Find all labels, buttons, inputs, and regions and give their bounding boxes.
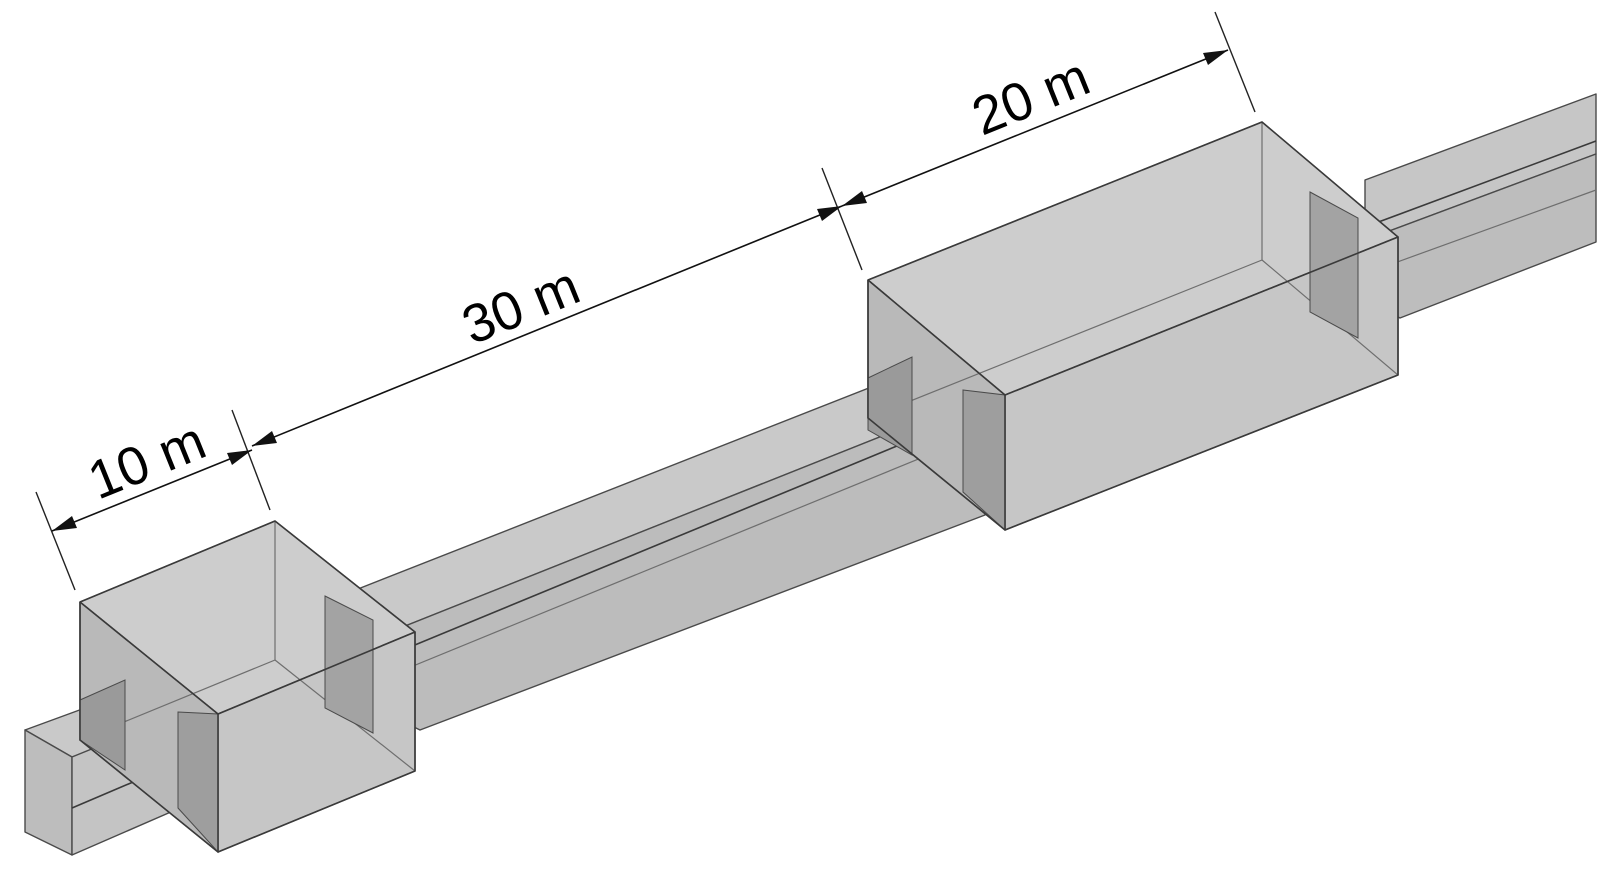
dim-20m-extension-right [1214,11,1256,113]
dim-10m-arrow-left [52,516,77,531]
dim-30m-extension-right [821,167,863,271]
dim-30m-arrow-left [252,431,277,446]
dim-10m-arrow-right [227,450,252,465]
dim-30m-label: 30 m [454,256,588,357]
dim-20m-label: 20 m [964,47,1098,148]
dimension-30m: 30 m [251,167,863,447]
dim-10m-extension-left [35,491,76,591]
dim-20m-arrow-left [842,191,867,206]
dim-10m-line [51,449,253,532]
dim-10m-extension-right [231,409,271,511]
dim-30m-line [251,205,843,447]
small-chamber-outlet-panel [324,595,374,734]
chamber-small [79,520,416,854]
dim-10m-label: 10 m [80,411,214,512]
large-chamber-outlet-panel [1309,191,1359,339]
dim-20m-line [841,49,1229,207]
dim-30m-arrow-right [817,206,842,221]
dim-20m-arrow-right [1203,50,1228,65]
chamber-large [867,121,1399,532]
